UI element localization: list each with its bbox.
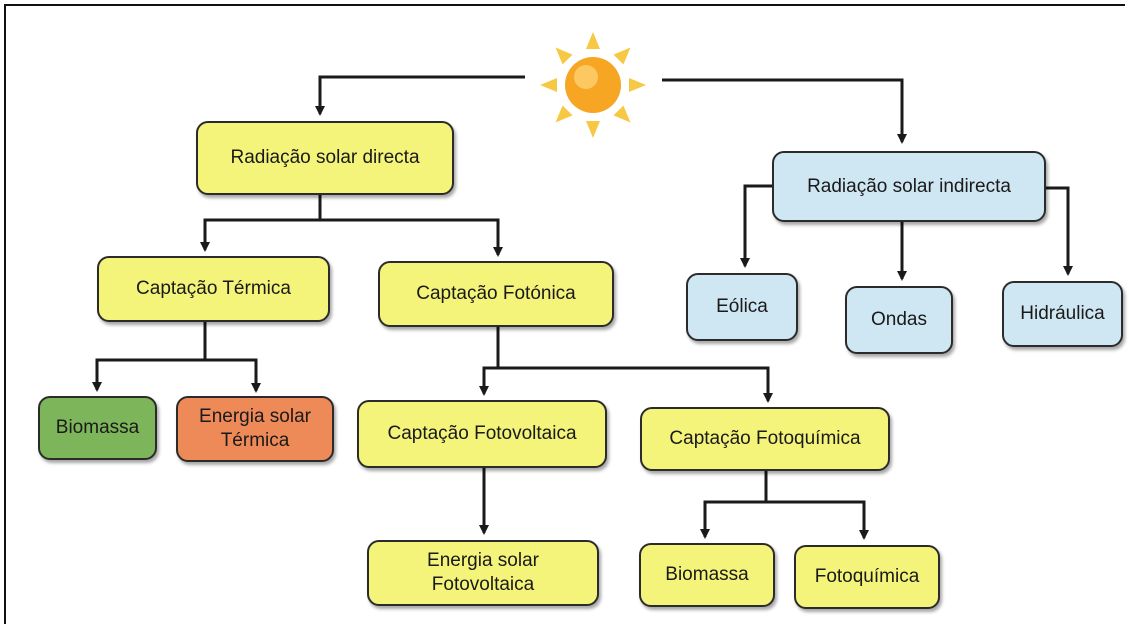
link-fotoquimica-split: [700, 470, 768, 539]
node-energia-solar-fotovoltaica: Energia solar Fotovoltaica: [367, 540, 599, 606]
node-label: Captação Térmica: [136, 278, 291, 300]
link-indirect-eolica: [740, 184, 772, 268]
node-captacao-termica: Captação Térmica: [97, 256, 330, 322]
link-fotonica-fotovoltaica: [479, 325, 500, 396]
sun-ray: [586, 32, 600, 49]
sun-ray: [555, 47, 573, 65]
node-captacao-fotonica: Captação Fotónica: [378, 261, 614, 327]
node-label: Eólica: [716, 296, 768, 318]
sun-ray: [586, 121, 600, 138]
node-label-line-2: Térmica: [220, 430, 290, 451]
node-label-line-2: Fotovoltaica: [431, 574, 535, 595]
node-captacao-fotoquimica: Captação Fotoquímica: [640, 407, 890, 471]
node-label-line-1: Energia solar: [199, 406, 311, 428]
frame-border: [4, 4, 1125, 624]
link-sun-direct: [315, 75, 525, 116]
node-energia-solar-termica: Energia solar Térmica: [176, 396, 334, 462]
link-direct-split: [200, 194, 322, 252]
link-sun-indirect: [662, 78, 907, 144]
node-label: Captação Fotónica: [416, 283, 576, 305]
sun-ray: [540, 78, 557, 92]
link-direct-fotonica: [320, 218, 503, 257]
node-fotoquimica: Fotoquímica: [794, 545, 940, 609]
sun-ray: [613, 47, 631, 65]
node-label: Captação Fotoquímica: [669, 428, 861, 450]
node-label: Biomassa: [55, 417, 140, 439]
node-biomassa-termica: Biomassa: [38, 396, 157, 460]
sun-ray: [613, 105, 631, 123]
link-fotoquimica-fotoquimica: [766, 500, 869, 540]
link-indirect-hidraulica: [1046, 186, 1073, 276]
node-radiacao-solar-indirecta: Radiação solar indirecta: [772, 151, 1046, 222]
node-hidraulica: Hidráulica: [1002, 281, 1123, 347]
link-termica-biomassa: [92, 322, 207, 392]
node-biomassa-fotoquimica: Biomassa: [639, 543, 775, 607]
node-radiacao-solar-directa: Radiação solar directa: [196, 121, 454, 195]
node-label: Fotoquímica: [814, 566, 920, 588]
node-label: Radiação solar indirecta: [807, 175, 1011, 197]
node-label: Captação Fotovoltaica: [387, 423, 577, 445]
link-termica-energia: [205, 358, 261, 393]
node-label: Ondas: [871, 309, 927, 331]
node-label: Hidráulica: [1020, 303, 1105, 325]
node-captacao-fotovoltaica: Captação Fotovoltaica: [357, 400, 607, 468]
node-ondas: Ondas: [845, 286, 953, 354]
node-label: Biomassa: [665, 564, 749, 586]
node-label-line-1: Energia solar: [427, 550, 539, 572]
node-label: Radiação solar directa: [230, 147, 420, 169]
sun-icon: [540, 32, 646, 138]
link-fotonica-fotoquimica: [498, 366, 773, 403]
sun-ray: [629, 78, 646, 92]
sun-ray: [555, 105, 573, 123]
node-eolica: Eólica: [686, 273, 798, 341]
